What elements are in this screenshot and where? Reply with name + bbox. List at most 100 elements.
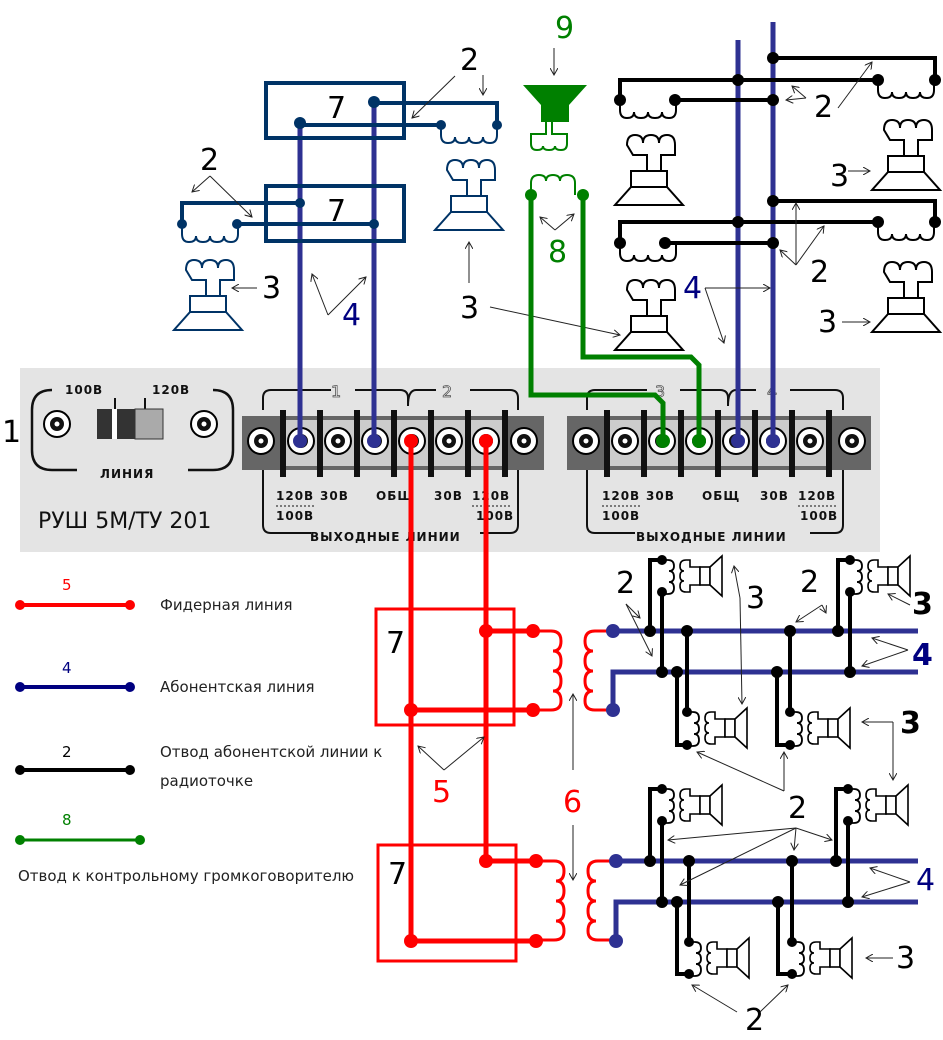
- feeder-line: [408, 441, 489, 942]
- callout-junction-box: 7: [386, 626, 405, 661]
- coil-icon: [877, 221, 935, 241]
- subscriber-line-ch1: [293, 102, 381, 448]
- callout-speaker: 3: [830, 159, 849, 194]
- loudspeaker-icon: [614, 279, 684, 351]
- terminal-sublabel: 100В: [800, 509, 838, 523]
- callout-speaker: 3: [818, 305, 837, 340]
- callout-speaker: 3: [900, 706, 921, 741]
- callout-monitor-tap: 8: [548, 235, 567, 270]
- terminal-label: 30В: [646, 489, 675, 503]
- callout-monitor-speaker: 9: [555, 11, 574, 46]
- callout-speaker: 3: [460, 291, 479, 326]
- callout-subscriber-line: 4: [683, 271, 702, 306]
- callout-junction-box: 7: [388, 857, 407, 892]
- channel-3-label: 3: [655, 382, 665, 401]
- loudspeaker-icon: [871, 261, 941, 333]
- junction-box-feeder: [374, 607, 518, 963]
- legend-label: Абонентская линия: [160, 678, 314, 696]
- screw-icon: [190, 410, 218, 438]
- terminal-label: 120В: [798, 489, 836, 503]
- callout-tap: 2: [745, 1003, 764, 1038]
- terminal-label: 30В: [760, 489, 789, 503]
- switch-group-label: ЛИНИЯ: [100, 467, 154, 481]
- switch-label-100v: 100В: [65, 383, 103, 397]
- panel-model: РУШ 5М/ТУ 201: [38, 509, 211, 534]
- callout-feeder-line: 5: [432, 775, 451, 810]
- callout-speaker: 3: [896, 941, 915, 976]
- terminal-strip-right: [567, 389, 871, 534]
- legend-item-tap: 2 Отвод абонентской линии к радиоточке: [15, 743, 382, 790]
- terminal-label: 30В: [320, 489, 349, 503]
- junction-box-top: [264, 81, 406, 243]
- loudspeaker-icon: [867, 555, 911, 597]
- legend-label: Фидерная линия: [160, 596, 293, 614]
- legend-number: 8: [62, 811, 72, 829]
- legend-number: 2: [62, 743, 72, 761]
- screw-icon: [43, 410, 71, 438]
- legend-label-line2: радиоточке: [160, 772, 253, 790]
- callout-tap: 2: [788, 791, 807, 826]
- tap-lines-bottom: [648, 558, 852, 976]
- loudspeaker-icon: [871, 119, 941, 191]
- loudspeaker-icon: [173, 259, 243, 331]
- tap-nodes: [614, 52, 941, 249]
- terminal-label: 120В: [602, 489, 640, 503]
- monitor-tap-line: [528, 195, 702, 441]
- terminal-sublabel: 100В: [276, 509, 314, 523]
- loudspeaker-icon: [614, 134, 684, 206]
- legend: 5 Фидерная линия 4 Абонентская линия 2 О…: [15, 576, 382, 885]
- callout-subscriber-line: 4: [342, 298, 361, 333]
- terminal-label: 30В: [434, 489, 463, 503]
- switch-label-120v: 120В: [152, 383, 190, 397]
- coil-icon: [877, 79, 935, 99]
- terminal-label: ОБЩ: [376, 489, 414, 503]
- legend-label: Отвод к контрольному громкоговорителю: [18, 867, 354, 885]
- callout-speaker: 3: [746, 581, 765, 616]
- tap-lines-ch4: [618, 56, 937, 245]
- callout-tap: 2: [810, 255, 829, 290]
- loudspeaker-icon: [434, 159, 504, 231]
- tap-nodes: [177, 96, 502, 229]
- terminal-strip-left: [242, 389, 544, 534]
- legend-number: 4: [62, 659, 72, 677]
- legend-item-monitor: 8 Отвод к контрольному громкоговорителю: [15, 811, 354, 885]
- callout-subscriber-line: 4: [912, 638, 933, 673]
- legend-number: 5: [62, 576, 72, 594]
- loudspeaker-icon: [706, 937, 750, 979]
- callout-tap: 2: [460, 43, 479, 78]
- channel-2-label: 2: [442, 382, 452, 401]
- loudspeaker-icon: [809, 937, 853, 979]
- callout-speaker: 3: [262, 271, 281, 306]
- callout-junction-box: 7: [327, 194, 346, 229]
- loudspeaker-icon: [679, 784, 723, 826]
- tap-lines-ch1: [180, 101, 499, 226]
- output-lines-label: ВЫХОДНЫЕ ЛИНИИ: [636, 530, 787, 544]
- transformer-icon: [533, 629, 613, 712]
- coil-icon: [619, 99, 677, 119]
- subscriber-line-ch4: [731, 22, 780, 448]
- callout-speaker: 3: [912, 587, 933, 622]
- terminal-label: 120В: [472, 489, 510, 503]
- callout-tap: 2: [616, 566, 635, 601]
- callout-transformer: 6: [563, 785, 582, 820]
- output-lines-label: ВЫХОДНЫЕ ЛИНИИ: [310, 530, 461, 544]
- callout-tap: 2: [814, 90, 833, 125]
- callout-tap: 2: [800, 565, 819, 600]
- tap-nodes: [644, 555, 856, 979]
- terminal-label: 120В: [276, 489, 314, 503]
- coil-icon: [181, 223, 239, 243]
- terminal-sublabel: 100В: [602, 509, 640, 523]
- voltage-switch[interactable]: [97, 398, 164, 440]
- loudspeaker-icon: [704, 707, 748, 749]
- loudspeaker-icon: [807, 707, 851, 749]
- callout-junction-box: 7: [327, 91, 346, 126]
- feeder-taps: [411, 628, 536, 944]
- switch-bracket: [30, 388, 235, 472]
- coil-icon: [440, 124, 498, 144]
- callout-tap: 2: [200, 143, 219, 178]
- transformer-icon: [536, 859, 616, 942]
- terminal-label: ОБЩ: [702, 489, 740, 503]
- loudspeaker-icon: [679, 555, 723, 597]
- callout-panel: 1: [2, 415, 21, 450]
